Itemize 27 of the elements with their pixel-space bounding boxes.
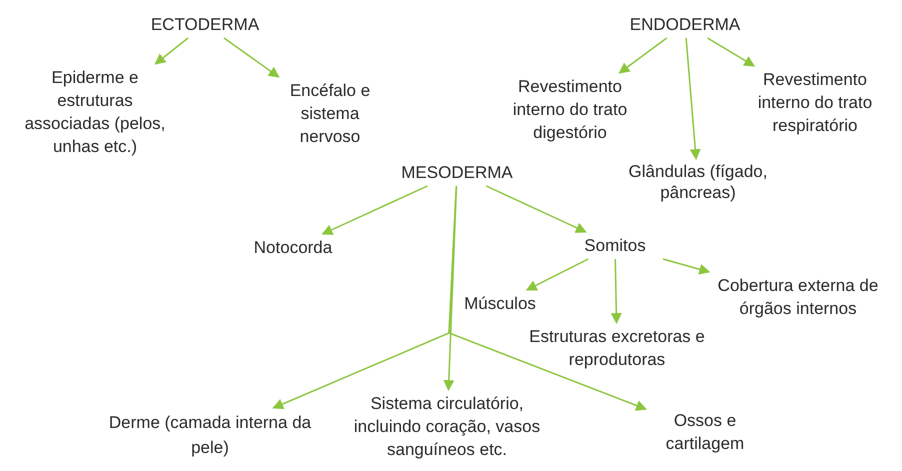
node-label: Notocorda <box>238 236 348 259</box>
arrow <box>322 185 428 235</box>
arrow <box>224 37 280 78</box>
node-label: Ossos e cartilagem <box>650 409 760 455</box>
node-label: Revestimento interno do trato respiratório <box>735 68 895 137</box>
node-label: Músculos <box>450 292 550 315</box>
arrow <box>448 186 648 411</box>
node-label: Encéfalo e sistema nervoso <box>275 79 385 148</box>
arrow <box>685 38 701 160</box>
arrow <box>662 258 710 275</box>
node-label: Estruturas excretoras e reprodutoras <box>527 325 707 371</box>
node-label: Revestimento interno do trato digestório <box>495 75 645 144</box>
arrow <box>707 37 756 67</box>
node-label: Somitos <box>570 234 660 257</box>
node-label: Glândulas (fígado, pâncreas) <box>613 161 783 203</box>
arrow <box>610 258 622 324</box>
node-label: ECTODERMA <box>140 13 270 36</box>
node-label: Sistema circulatório, incluindo coração, vasos sanguíneos etc. <box>347 392 547 461</box>
node-label: Epiderme e estruturas associadas (pelos, unhas etc.) <box>20 66 170 158</box>
node-label: Cobertura externa de órgãos internos <box>710 274 886 320</box>
node-label: MESODERMA <box>392 161 522 184</box>
arrow <box>618 37 668 74</box>
arrow <box>486 185 587 233</box>
arrow <box>526 258 589 291</box>
node-label: ENDODERMA <box>620 13 750 36</box>
node-label: Derme (camada interna da pele) <box>95 410 325 460</box>
arrow <box>154 37 188 65</box>
